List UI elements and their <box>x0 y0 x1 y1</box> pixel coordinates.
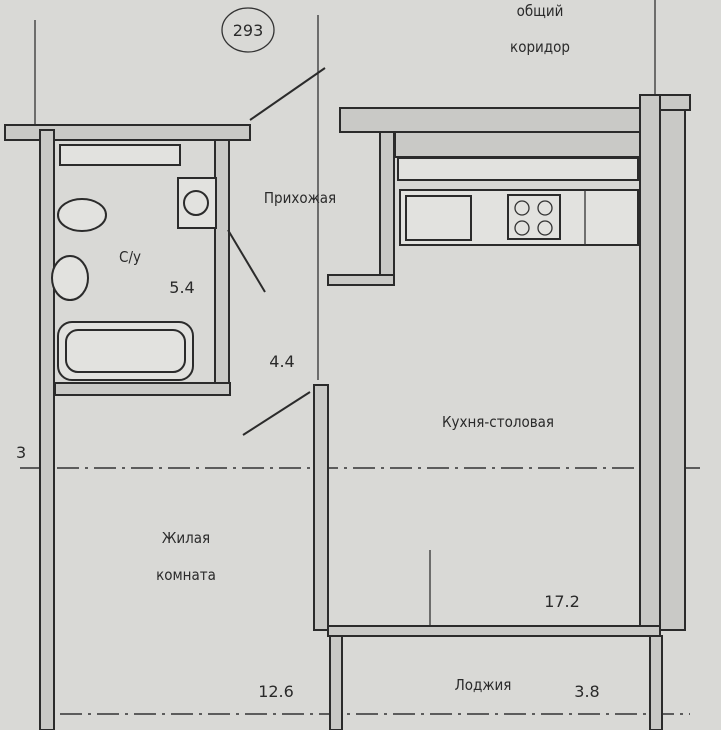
sink-icon <box>51 255 89 301</box>
room-living-label-1: Жилая <box>162 529 210 547</box>
room-hallway-label: Прихожая <box>264 189 336 207</box>
bathroom-fixtures <box>51 144 217 381</box>
room-loggia-label: Лоджия <box>455 676 512 694</box>
corridor-label-1: общий <box>517 2 564 20</box>
room-living-area: 12.6 <box>258 682 294 701</box>
room-kitchen-label: Кухня-столовая <box>442 413 554 431</box>
room-bathroom-area: 5.4 <box>169 278 194 297</box>
room-bathroom-label: С/у <box>119 248 141 266</box>
room-kitchen-area: 17.2 <box>544 592 580 611</box>
room-living-label-2: комната <box>156 566 216 584</box>
corridor-label-2: коридор <box>510 38 570 56</box>
walls <box>4 94 691 730</box>
doors <box>227 67 326 436</box>
left-axis-mark: 3 <box>16 443 26 462</box>
room-loggia-area: 3.8 <box>574 682 599 701</box>
bathtub-icon <box>57 321 194 381</box>
axis-marker: 293 <box>221 7 275 53</box>
kitchen-fixtures <box>397 157 639 246</box>
svg-text:293: 293 <box>233 21 264 40</box>
toilet-icon <box>57 198 107 232</box>
room-hallway-area: 4.4 <box>269 352 294 371</box>
kitchen-sink-icon <box>405 195 472 241</box>
axis-lines <box>20 0 700 715</box>
